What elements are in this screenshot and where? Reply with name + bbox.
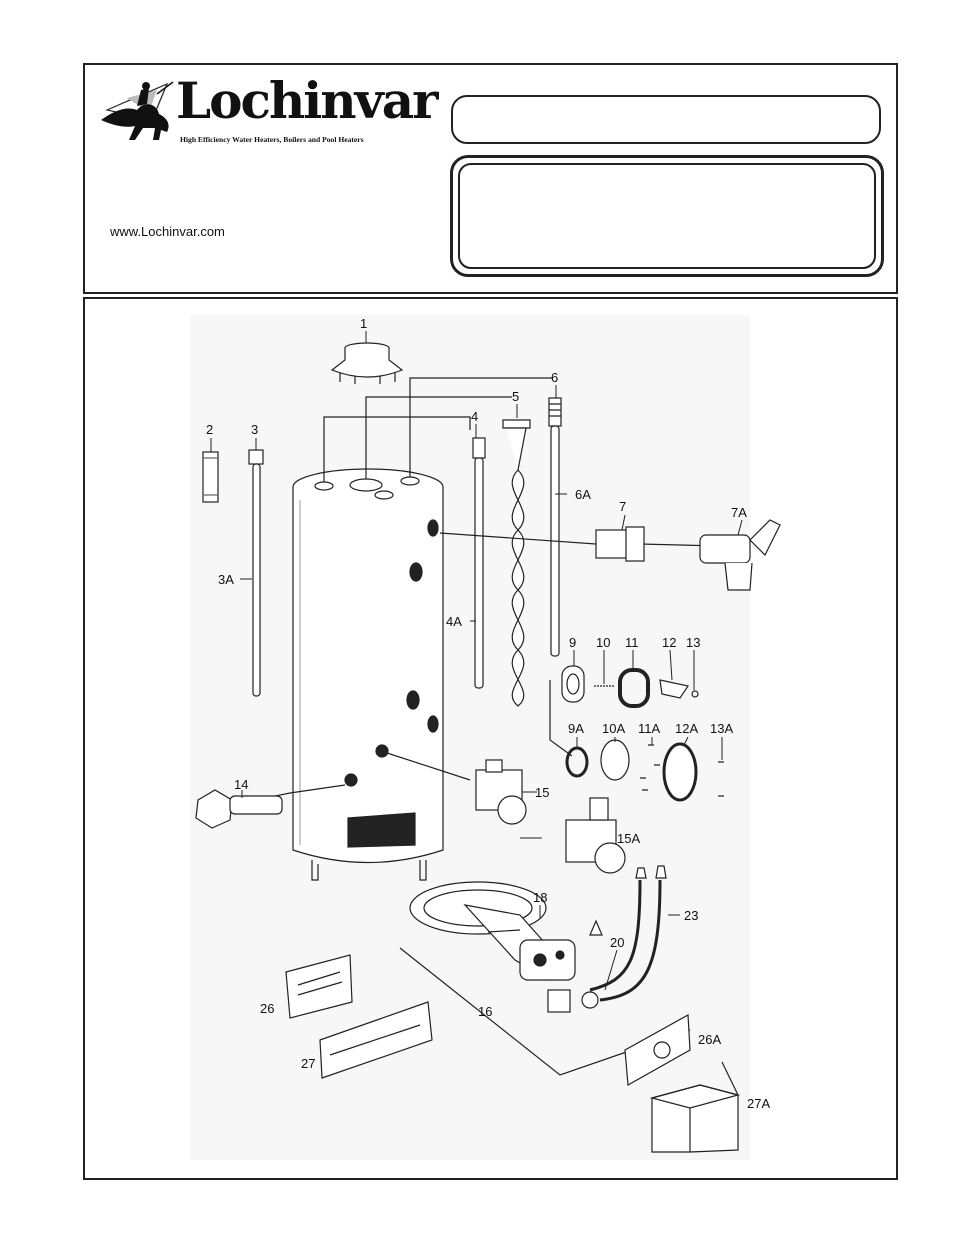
anode-outlet-head xyxy=(548,397,562,427)
callout-11: 11 xyxy=(625,635,639,650)
plate-10a xyxy=(600,739,630,781)
callout-10: 10 xyxy=(596,635,610,650)
callout-4: 4 xyxy=(471,409,478,424)
callout-2: 2 xyxy=(206,422,213,437)
callout-13a: 13A xyxy=(710,721,733,736)
relief-valve xyxy=(699,519,781,591)
gas-valve-15 xyxy=(475,759,527,825)
registered-mark: ® xyxy=(402,94,409,104)
relief-valve-nipple xyxy=(595,529,629,559)
gasket-9 xyxy=(561,665,585,703)
callout-26: 26 xyxy=(260,1001,274,1016)
tank-shell xyxy=(292,468,444,881)
callout-15a: 15A xyxy=(617,831,640,846)
callout-4a: 4A xyxy=(446,614,462,629)
horse-rider-logo-icon xyxy=(101,81,174,140)
callout-3: 3 xyxy=(251,422,258,437)
callout-18: 18 xyxy=(533,890,547,905)
callout-7: 7 xyxy=(619,499,626,514)
callout-6a: 6A xyxy=(575,487,591,502)
callout-11a: 11A xyxy=(638,721,660,736)
anode-head xyxy=(472,437,486,459)
gas-valve-15a xyxy=(565,797,626,874)
title-box xyxy=(451,95,881,144)
shield-26a xyxy=(624,1014,691,1086)
callout-13: 13 xyxy=(686,635,700,650)
callout-3a: 3A xyxy=(218,572,234,587)
diagram-frame xyxy=(83,297,898,1180)
callout-10a: 10A xyxy=(602,721,625,736)
anode-rod xyxy=(474,457,484,689)
callout-12: 12 xyxy=(662,635,676,650)
brand-name: Lochinvar xyxy=(176,71,438,130)
callout-27a: 27A xyxy=(747,1096,770,1111)
callout-16: 16 xyxy=(478,1004,492,1019)
shield-26 xyxy=(285,954,353,1019)
callout-9: 9 xyxy=(569,635,576,650)
drain-valve xyxy=(195,789,283,829)
cover-plate-12 xyxy=(659,679,689,699)
callout-27: 27 xyxy=(301,1056,315,1071)
callout-9a: 9A xyxy=(568,721,584,736)
callout-12a: 12A xyxy=(675,721,698,736)
header-frame xyxy=(83,63,898,294)
o-ring-11 xyxy=(618,668,650,708)
info-box-inner-border xyxy=(458,163,876,269)
callout-23: 23 xyxy=(684,908,698,923)
callout-15: 15 xyxy=(535,785,549,800)
callout-labels: 1 2 3 3A 4 4A 5 6 6A 7 7A 9 9A 10 10A 11… xyxy=(206,316,770,1111)
dip-tube xyxy=(252,463,261,697)
flue-baffle xyxy=(511,469,525,707)
callout-1: 1 xyxy=(360,316,367,331)
callout-5: 5 xyxy=(512,389,519,404)
callout-20: 20 xyxy=(610,935,624,950)
burner-assembly xyxy=(409,865,667,1013)
brand-tagline: High Efficiency Water Heaters, Boilers a… xyxy=(180,135,364,144)
callout-6: 6 xyxy=(551,370,558,385)
callout-14: 14 xyxy=(234,777,248,792)
water-heater-parts-diagram: 1 2 3 3A 4 4A 5 6 6A 7 7A 9 9A 10 10A 11… xyxy=(190,315,781,1160)
callout-26a: 26A xyxy=(698,1032,721,1047)
flue-cap xyxy=(330,342,404,384)
info-box xyxy=(450,155,884,277)
gasket-12a xyxy=(662,742,698,802)
callout-7a: 7A xyxy=(731,505,747,520)
website-url: www.Lochinvar.com xyxy=(110,224,225,239)
dip-tube-fitting xyxy=(248,449,264,465)
